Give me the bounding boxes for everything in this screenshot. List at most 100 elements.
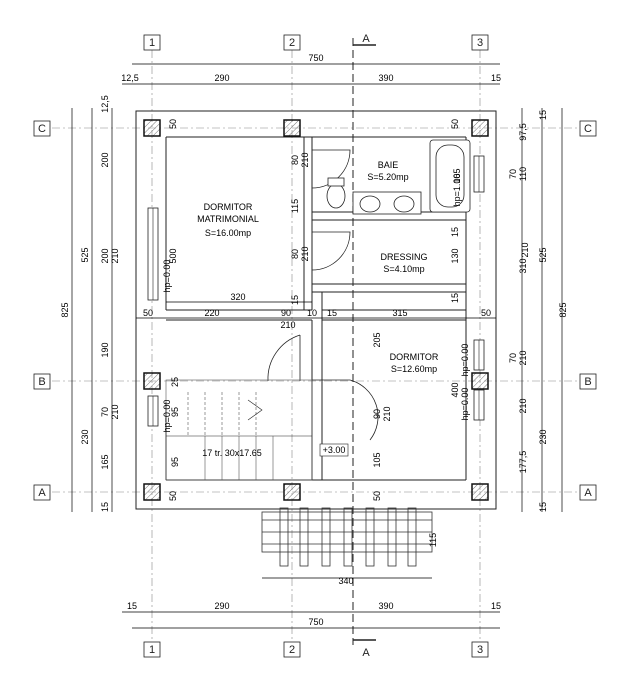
dim-right-inner-5: 310 — [518, 258, 528, 273]
structural-columns — [143, 119, 489, 501]
dim-top-part-1: 12,5 — [121, 73, 139, 83]
dim-v-3: 115 — [290, 199, 300, 213]
sill-label-5: hp=1.00 — [452, 174, 462, 207]
dim-v-5: 210 — [300, 246, 310, 261]
dim-right-inner-7: 70 — [508, 353, 518, 363]
dim-v-21: 50 — [372, 491, 382, 501]
dim-left-inner-4: 210 — [110, 248, 120, 263]
dim-inner-row-2: 220 — [204, 308, 219, 318]
dim-bottom-total: 750 — [308, 617, 323, 627]
room-baie-name: BAIE — [378, 160, 399, 170]
dim-right-inner-6: 210 — [518, 350, 528, 365]
axis-label-c-left: C — [38, 123, 46, 135]
dim-top-part-2: 290 — [214, 73, 229, 83]
dim-v-17: 25 — [170, 377, 180, 387]
axis-bubble-a-right — [579, 484, 597, 501]
dim-v-16: 95 — [170, 457, 180, 467]
room-matrimonial-name-2: MATRIMONIAL — [197, 214, 259, 224]
dim-right-mid-2: 230 — [538, 429, 548, 444]
axis-label-c-right: C — [584, 123, 592, 135]
dim-v-22: 500 — [168, 248, 178, 263]
sill-label-1: hp=0.00 — [162, 260, 172, 293]
room-matrimonial-name-1: DORMITOR — [204, 202, 253, 212]
axis-bubble-b-right — [579, 373, 597, 390]
dim-top-part-4: 15 — [491, 73, 501, 83]
dim-right-inner-9: 177,5 — [518, 451, 528, 474]
axis-bubble-3-bottom — [471, 641, 489, 658]
room-dormitor-name: DORMITOR — [390, 352, 439, 362]
dim-bottom-part-2: 290 — [214, 601, 229, 611]
stair-label: 17 tr. 30x17.65 — [202, 448, 262, 458]
axis-label-b-left: B — [38, 376, 45, 388]
terrace-height: 115 — [428, 533, 438, 547]
dim-v-1: 80 — [290, 155, 300, 165]
terrace-pergola — [261, 507, 433, 567]
bathroom-fixtures — [326, 139, 471, 215]
dim-v-10: 205 — [372, 332, 382, 347]
dim-bottom-part-3: 390 — [378, 601, 393, 611]
dim-bottom-part-1: 15 — [127, 601, 137, 611]
axis-bubble-2-bottom — [283, 641, 301, 658]
axis-bubble-2-top — [283, 34, 301, 51]
dim-left-inner-3: 200 — [100, 248, 110, 263]
axis-bubble-a-left — [33, 484, 51, 501]
dimension-lines — [71, 63, 563, 629]
door-height-label: 210 — [280, 320, 295, 330]
axis-label-3-top: 3 — [477, 37, 483, 49]
dim-top-total: 750 — [308, 53, 323, 63]
dim-left-mid-2: 230 — [80, 429, 90, 444]
dim-v-14: 105 — [372, 452, 382, 467]
dim-right-inner-4: 70 — [508, 169, 518, 179]
dim-left-mid-1: 525 — [80, 247, 90, 262]
dim-right-total: 825 — [558, 302, 568, 317]
dim-v-11: 400 — [450, 382, 460, 397]
axis-label-3-bottom: 3 — [477, 644, 483, 656]
room-dressing-area: S=4.10mp — [383, 264, 424, 274]
dim-left-total: 825 — [60, 302, 70, 317]
axis-label-1-top: 1 — [149, 37, 155, 49]
axis-bubble-c-right — [579, 120, 597, 137]
section-arrows — [353, 44, 376, 641]
dim-bottom-part-4: 15 — [491, 601, 501, 611]
dim-v-19: 50 — [450, 119, 460, 129]
room-dressing-name: DRESSING — [380, 252, 427, 262]
dim-v-8: 15 — [450, 293, 460, 303]
axis-bubble-1-bottom — [143, 641, 161, 658]
dim-top-part-3: 390 — [378, 73, 393, 83]
dim-v-23: 210 — [520, 242, 530, 257]
terrace-width: 340 — [338, 576, 353, 586]
dim-v-2: 210 — [300, 152, 310, 167]
bath-dim: 165 — [452, 168, 462, 183]
axis-bubble-b-left — [33, 373, 51, 390]
dim-left-inner-8: 165 — [100, 454, 110, 469]
dim-inner-row-7: 50 — [481, 308, 491, 318]
axis-bubble-c-left — [33, 120, 51, 137]
dim-inner-row-4: 10 — [307, 308, 317, 318]
axis-grid — [52, 50, 580, 640]
axis-label-b-right: B — [584, 376, 591, 388]
section-label-top: A — [362, 33, 370, 45]
dim-inner-320: 320 — [230, 292, 245, 302]
axis-label-a-left: A — [38, 487, 46, 499]
dim-right-inner-8: 210 — [518, 398, 528, 413]
axis-bubble-1-top — [143, 34, 161, 51]
dim-inner-row-6: 315 — [392, 308, 407, 318]
doors — [267, 149, 379, 441]
sill-label-4: hp=0.00 — [460, 388, 470, 421]
dim-v-20: 50 — [168, 491, 178, 501]
dim-left-inner-7: 210 — [110, 404, 120, 419]
dim-v-13: 210 — [382, 406, 392, 421]
dim-v-9: 15 — [290, 295, 300, 305]
section-label-bottom: A — [362, 647, 370, 659]
dim-v-7: 130 — [450, 248, 460, 263]
level-label: +3.00 — [323, 445, 346, 455]
axis-label-1-bottom: 1 — [149, 644, 155, 656]
dim-v-18: 50 — [168, 119, 178, 129]
dim-right-inner-2: 97,5 — [518, 123, 528, 141]
dim-right-mid-1: 525 — [538, 247, 548, 262]
dim-left-inner-6: 70 — [100, 407, 110, 417]
dim-inner-row-3: 90 — [281, 308, 291, 318]
room-baie-area: S=5.20mp — [367, 172, 408, 182]
room-matrimonial-area: S=16.00mp — [205, 228, 251, 238]
level-marker — [319, 443, 349, 457]
